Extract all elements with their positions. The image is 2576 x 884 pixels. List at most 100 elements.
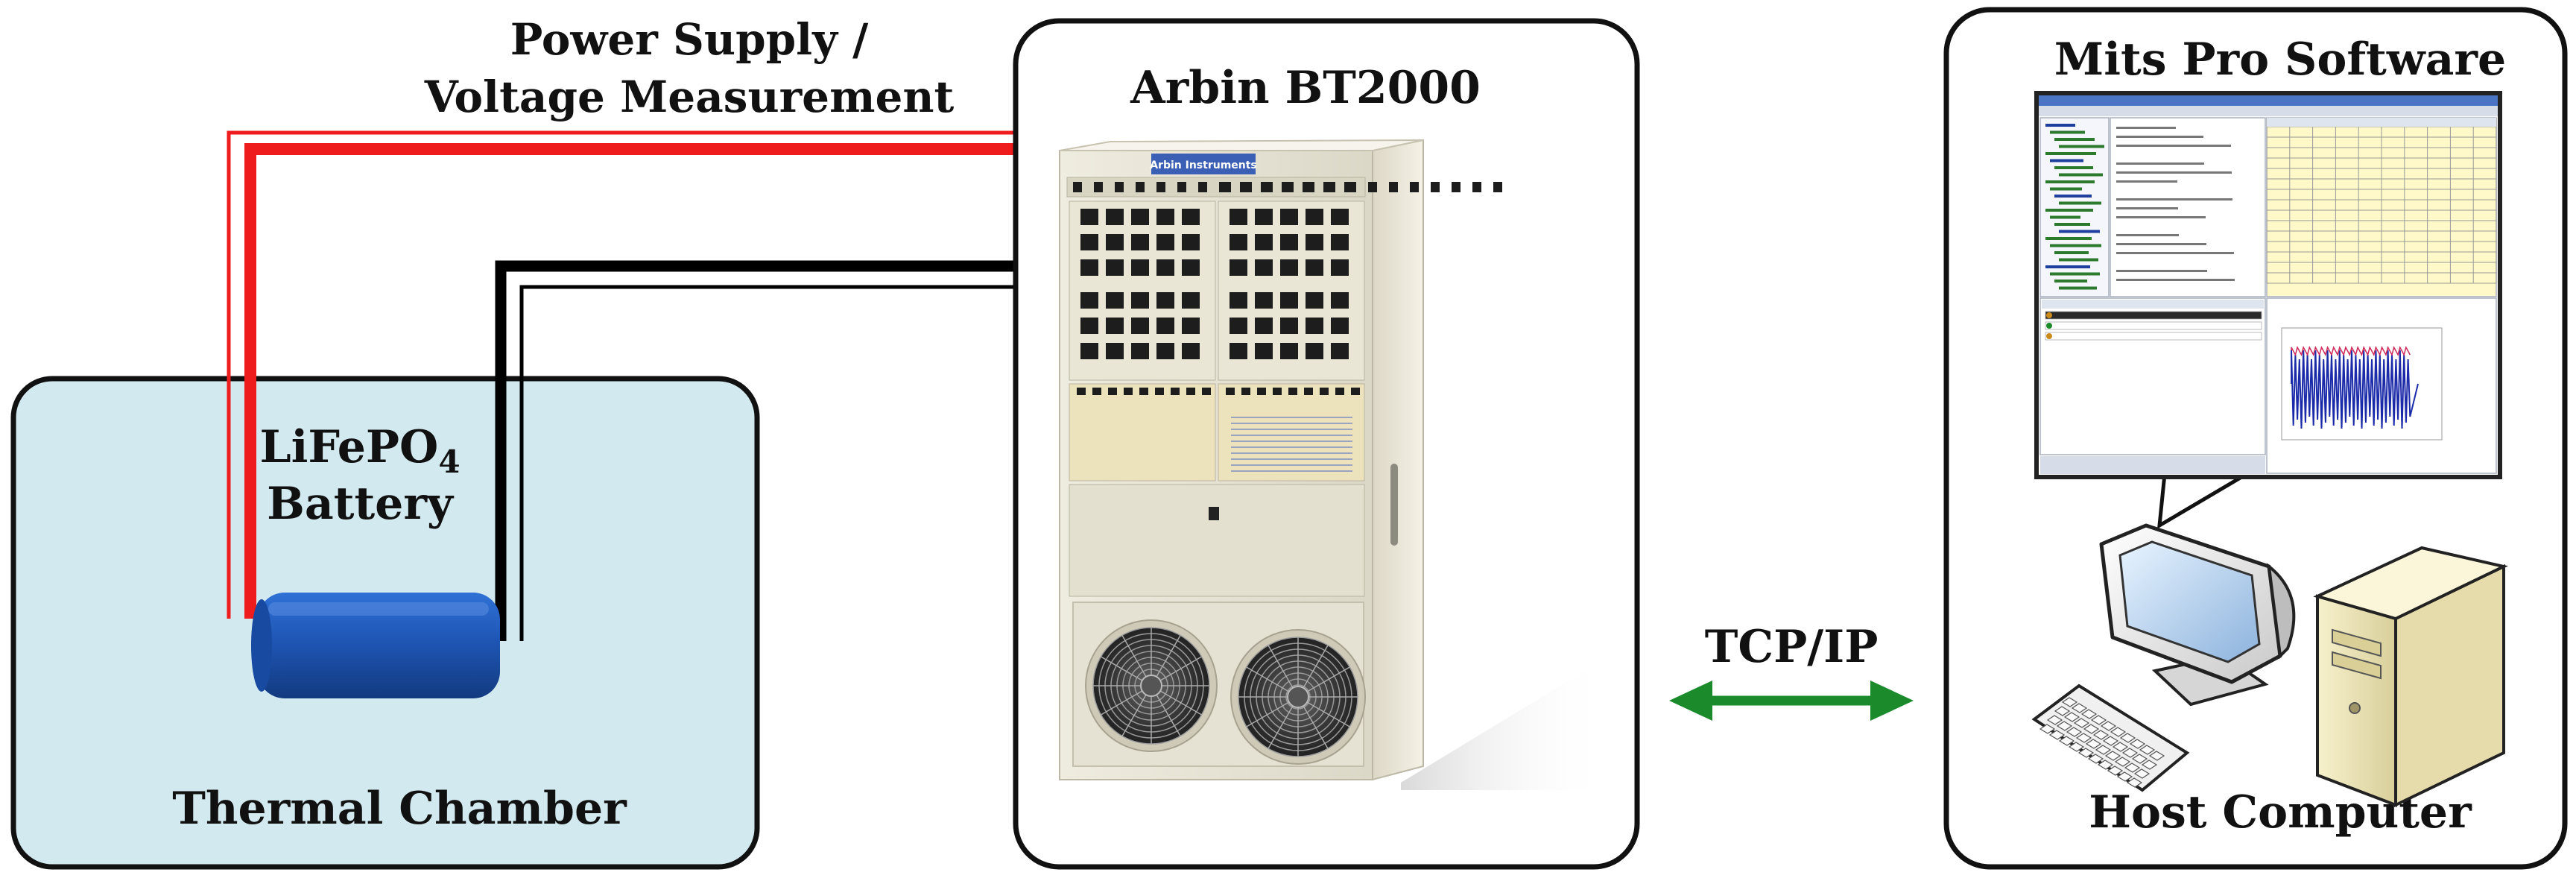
rack-channel-slot [1131, 234, 1149, 250]
keyboard-key [2121, 748, 2139, 758]
rack-top-slot [1222, 182, 1231, 192]
tree-item [2050, 159, 2083, 162]
keyboard-key [2102, 736, 2119, 746]
keyboard-key [2054, 706, 2071, 716]
keyboard-key [2092, 730, 2110, 740]
battery-tester-title: Arbin BT2000 [1130, 62, 1481, 114]
rack-led [1304, 388, 1313, 395]
keyboard-key [2129, 739, 2146, 749]
software-tree-pane [2039, 117, 2110, 297]
rack-top-slot [1306, 182, 1314, 192]
monitor-back [2267, 563, 2296, 660]
rack-top-slot [1326, 182, 1335, 192]
keyboard-key [2063, 712, 2080, 722]
rack-led [1155, 388, 1164, 395]
rack-channel-slot [1331, 343, 1349, 359]
rack-blank-left [1069, 383, 1216, 482]
rack-channel-slot [1230, 292, 1247, 309]
cabinet-racks [1066, 177, 1502, 597]
log-line [2116, 252, 2234, 254]
software-table-lines [2042, 300, 2264, 341]
rack-channel-slot [1280, 343, 1298, 359]
rack-led [1320, 388, 1329, 395]
power-supply-label-line2: Voltage Measurement [424, 72, 955, 122]
keyboard-key [2058, 736, 2075, 746]
rack-top-slot [1410, 182, 1419, 192]
keyboard-key [2126, 777, 2143, 788]
tree-item [2059, 258, 2098, 262]
rack-led [1288, 388, 1297, 395]
rack-top-slot [1347, 182, 1356, 192]
rack-channel-slot [1255, 209, 1273, 225]
rack-led [1257, 388, 1266, 395]
rack-channel-slot [1080, 209, 1098, 225]
keyboard-key [2095, 745, 2112, 755]
rack-channel-slot [1230, 318, 1247, 334]
tree-item [2050, 130, 2085, 134]
table-header [2042, 300, 2264, 309]
thermal-chamber-label: Thermal Chamber [172, 783, 627, 835]
battery-cell [258, 593, 500, 698]
rack-top-slot [1431, 182, 1440, 192]
table-row-status [2046, 312, 2052, 318]
computer-monitor [2099, 523, 2296, 707]
log-line [2116, 207, 2178, 209]
rack-top-slot [1243, 182, 1252, 192]
black-sense-wire [519, 285, 1022, 641]
rack-channel-slot [1331, 292, 1349, 309]
keyboard-key [2110, 727, 2127, 737]
tcpip-arrow-left-head [1669, 681, 1712, 721]
rack-channel-slot [1080, 259, 1098, 276]
rack-led [1273, 388, 1282, 395]
tree-item [2059, 230, 2100, 233]
software-log-lines [2116, 127, 2235, 281]
tcpip-link: TCP/IP [1669, 621, 1914, 721]
log-line [2116, 279, 2235, 281]
battery: LiFePO4 Battery [251, 421, 500, 698]
rack-led [1108, 388, 1117, 395]
rack-led [1124, 388, 1133, 395]
rack-channel-slot [1106, 318, 1124, 334]
keyboard-key [2116, 771, 2133, 782]
rack-channel-slot [1106, 209, 1124, 225]
rack-channel-slot [1156, 292, 1174, 309]
rack-channel-slot [1306, 318, 1323, 334]
tree-item [2045, 180, 2095, 183]
tree-item [2045, 265, 2090, 268]
rack-top-slot [1472, 182, 1481, 192]
rack-channel-slot [1080, 318, 1098, 334]
rack-channel-slot [1182, 292, 1200, 309]
rack-channel-slot [1306, 343, 1323, 359]
software-toolbar [2039, 106, 2498, 116]
log-line [2116, 180, 2177, 183]
rack-channel-slot [1080, 234, 1098, 250]
rack-led [1351, 388, 1360, 395]
keyboard-key [2100, 721, 2117, 731]
log-line [2116, 216, 2206, 218]
battery-label-chemistry: LiFePO [259, 421, 438, 473]
fan-right [1230, 629, 1366, 765]
tower-drive-bay-1 [2332, 628, 2382, 657]
rack-channel-slot [1280, 292, 1298, 309]
rack-top-strip [1066, 177, 1366, 198]
rack-channel-slot [1156, 343, 1174, 359]
rack-led [1226, 388, 1235, 395]
keyboard-key [2068, 742, 2085, 752]
table-row [2045, 321, 2262, 330]
log-line [2116, 243, 2206, 245]
fan-left [1085, 619, 1218, 752]
log-line [2116, 198, 2232, 201]
rack-top-slot [1452, 182, 1461, 192]
battery-label-subscript: 4 [438, 443, 460, 480]
tower-power-button [2349, 702, 2361, 714]
table-row [2045, 332, 2262, 341]
battery-label: LiFePO4 [259, 421, 460, 480]
rack-channel-slot [1255, 343, 1273, 359]
keyboard-key [2148, 751, 2165, 761]
log-line [2116, 127, 2176, 129]
tree-item [2045, 237, 2092, 240]
rack-led [1092, 388, 1101, 395]
rack-channel-slot [1106, 292, 1124, 309]
rack-top-slot [1177, 182, 1186, 192]
